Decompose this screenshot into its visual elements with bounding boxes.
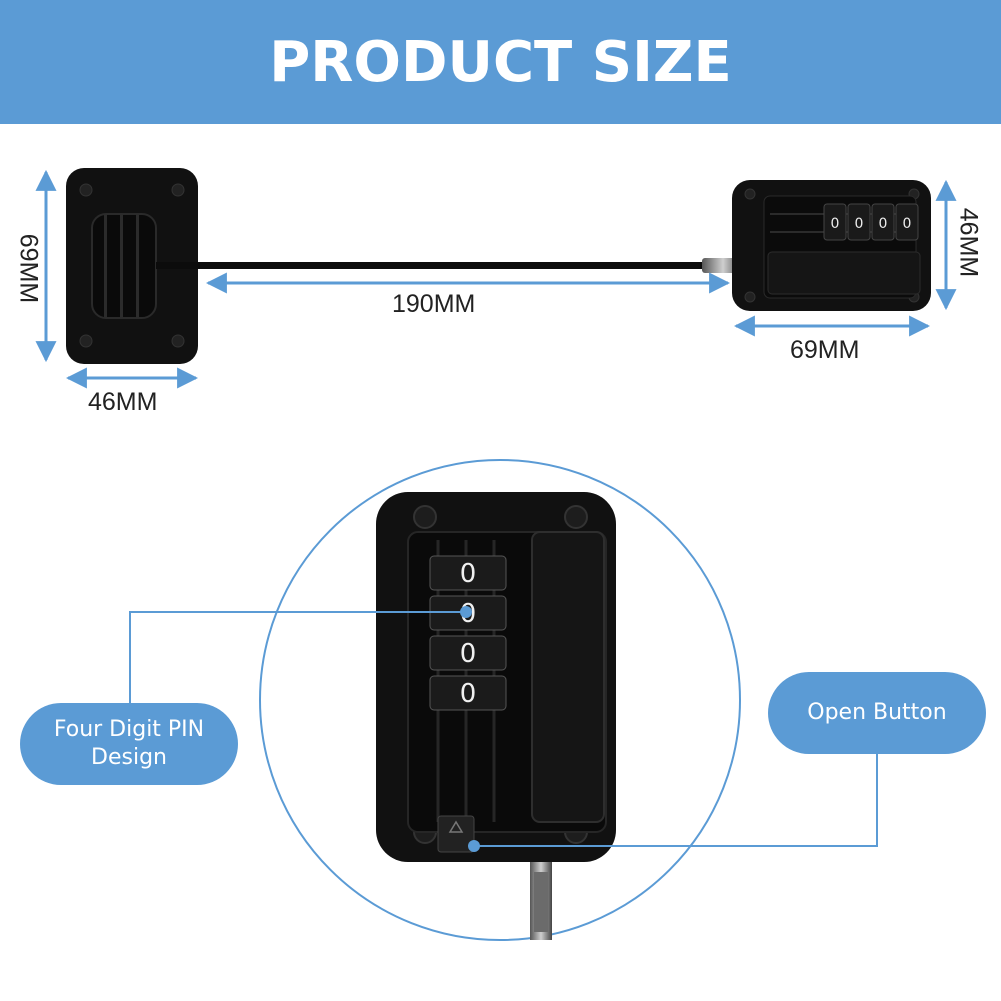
right-width-label: 69MM bbox=[790, 336, 860, 364]
pin-marker-dot bbox=[460, 606, 472, 618]
cable bbox=[156, 258, 744, 273]
anchor-plate bbox=[66, 168, 198, 364]
svg-text:0: 0 bbox=[879, 216, 888, 232]
callout-lines bbox=[129, 611, 878, 847]
open-marker-dot bbox=[468, 840, 480, 852]
svg-text:0: 0 bbox=[460, 559, 477, 589]
pin-callout-line1: Four Digit PIN bbox=[53, 717, 205, 742]
left-height-label: 69MM bbox=[14, 233, 43, 304]
dimension-lines bbox=[35, 169, 957, 389]
pin-callout-line2: Design bbox=[91, 745, 167, 770]
svg-text:0: 0 bbox=[831, 216, 840, 232]
svg-text:0: 0 bbox=[903, 216, 912, 232]
svg-text:0: 0 bbox=[460, 639, 477, 669]
open-button-callout: Open Button bbox=[768, 672, 986, 754]
svg-text:0: 0 bbox=[460, 679, 477, 709]
open-button-area bbox=[437, 815, 475, 853]
svg-text:0: 0 bbox=[855, 216, 864, 232]
open-callout-label: Open Button bbox=[807, 700, 947, 725]
left-width-label: 46MM bbox=[88, 388, 158, 416]
lock-body-closeup: 0 0 0 0 bbox=[376, 492, 616, 862]
cable-length-label: 190MM bbox=[392, 290, 476, 318]
right-height-label: 46MM bbox=[954, 207, 983, 278]
header-banner: PRODUCT SIZE bbox=[0, 0, 1001, 124]
pin-design-callout: Four Digit PIN Design bbox=[20, 703, 238, 785]
page-title: PRODUCT SIZE bbox=[269, 29, 732, 95]
lock-body-small: 0 0 0 0 bbox=[732, 180, 931, 311]
